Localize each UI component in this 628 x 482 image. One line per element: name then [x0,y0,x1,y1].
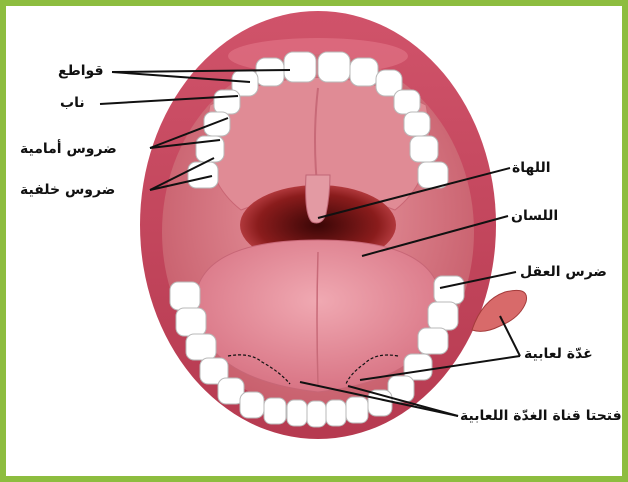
label-molars: ضروس خلفية [20,181,115,199]
label-salivary-gland: غدّة لعابية [524,345,593,363]
label-duct-openings: فتحتا قناة الغدّة اللعابية [460,407,622,425]
label-wisdom-tooth: ضرس العقل [520,263,607,281]
label-premolars: ضروس أمامية [20,140,117,158]
label-tongue: اللسان [511,207,558,225]
label-canine: ناب [60,94,85,112]
label-incisors: قواطع [58,62,104,80]
label-uvula: اللهاة [512,159,551,177]
